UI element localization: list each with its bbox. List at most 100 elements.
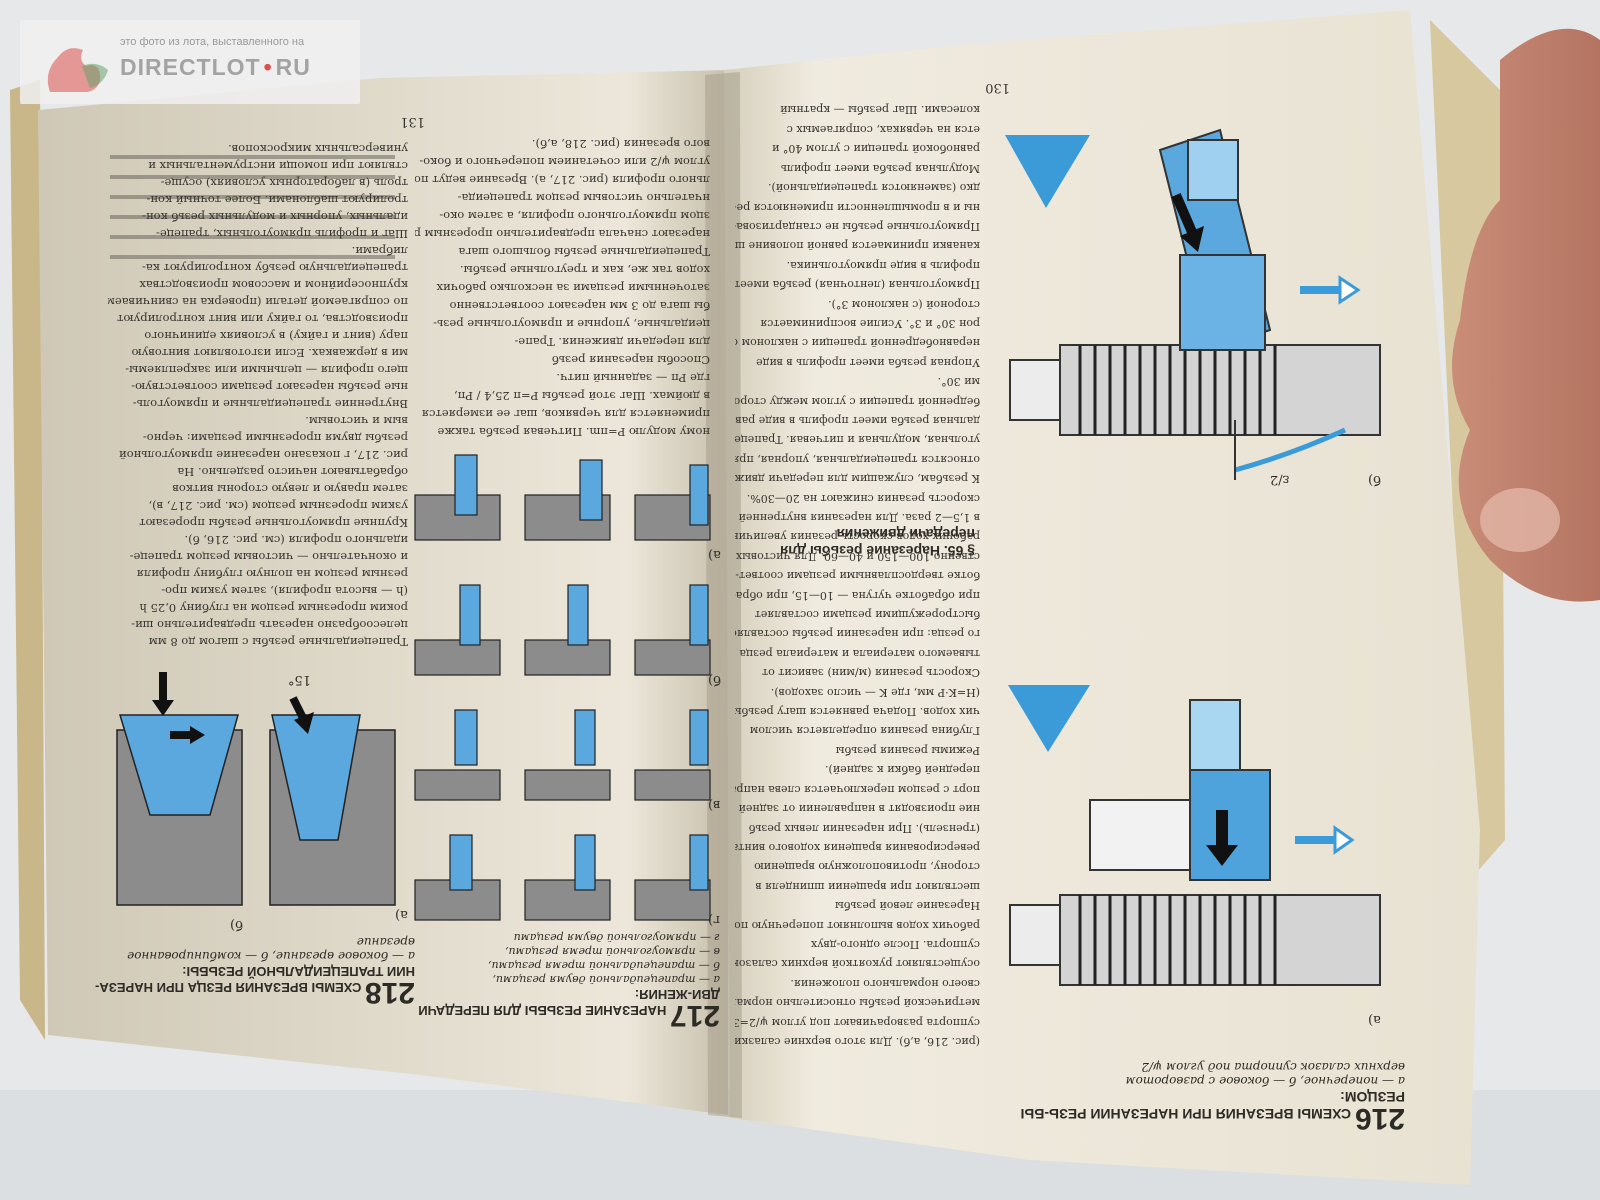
fig-217-caption-b: б — трапецеидальной тремя резцами,	[488, 959, 720, 972]
left-col1-line: Шаг и профиль прямоугольных, трапеце-	[155, 227, 408, 241]
fig-217-number: 217	[669, 999, 720, 1032]
left-col1-line: идальных, упорных и модульных резьб кон-	[142, 210, 408, 224]
hand	[1452, 28, 1600, 602]
left-col1-line: либрами.	[351, 244, 408, 258]
left-col2-line: вого врезания (рис. 218, а,б).	[531, 137, 710, 151]
left-col1-line: Внутренние трапецеидальные и прямоуголь-	[132, 397, 408, 411]
right-col-line: Глубина резания определяется числом	[749, 724, 980, 738]
left-col1-line: крупносерийном и массовом производствах	[139, 278, 408, 292]
right-col-line: профиль в виде прямоугольника.	[786, 258, 980, 272]
right-col-line: ние производят в направлении от задней б…	[735, 802, 980, 816]
right-col-line: суппорта разворачивают под углом ψ/2=30°	[735, 1015, 980, 1029]
left-col2-line: Способы нарезания резьб	[551, 353, 710, 367]
left-col1-line: резьбы двумя прорезными резцами: черно-	[142, 431, 408, 445]
left-col1-line: щего профиля — цельными или закрепляемы-	[125, 363, 408, 377]
right-col-line: относятся трапецеидальная, упорная, прям…	[735, 452, 980, 466]
watermark-brand: DIRECTLOT•RU	[120, 54, 311, 81]
left-col1-line: вым и чистовым.	[305, 414, 408, 428]
right-col-line: рон 30° и 3°. Усилие воспринимается	[760, 316, 980, 330]
right-col-line: осуществляют рукояткой верхних салазок	[735, 957, 980, 971]
watermark-tld: RU	[275, 54, 311, 80]
right-col-line: угольная, модульная и питчевая. Трапецеи…	[735, 433, 980, 447]
left-col2-line: углом ψ/2 или сочетанием поперечного и б…	[419, 155, 710, 169]
right-col-line: быстрорежущими резцами составляет	[754, 607, 980, 621]
fig-216-angle-label: ε/2	[1270, 472, 1290, 487]
page-number-131: 131	[400, 114, 425, 129]
fig-216-panel-a-label: а)	[1368, 1012, 1381, 1027]
watermark: это фото из лота, выставленного на DIREC…	[20, 20, 360, 104]
left-col1-line: трапецеидальную резьбу контролируют ка-	[141, 261, 408, 275]
left-col1-line: резным резцом на полную глубину профиля	[136, 567, 408, 581]
fig-217-caption-c: в — прямоугольной тремя резцами,	[505, 945, 720, 958]
left-col1-line: ствляют при помощи инструментальных и	[148, 159, 408, 173]
fig-217-caption-d: г — прямоугольной двумя резцами	[513, 931, 720, 944]
left-col1-line: Трапецеидальные резьбы с шагом до 8 мм	[148, 635, 408, 649]
right-col-line: Нарезание левой резьбы	[835, 899, 980, 913]
left-col2-line: ному модулю P=πm. Питчевая резьба также	[437, 425, 710, 439]
right-col-line: стороной (с наклоном 3°).	[828, 297, 980, 311]
left-col1-line: целесообразно нарезать предварительно ши…	[131, 618, 408, 632]
right-col-line: передней бабки к задней).	[824, 763, 980, 777]
right-col-line: рабочих ходов скорость резания увеличива…	[735, 530, 980, 544]
fig-217-label-c: в)	[708, 797, 721, 812]
squirrel-logo-icon	[47, 48, 108, 92]
left-text-lines	[110, 155, 395, 259]
right-col-line: тываемого материала и материала резца	[739, 646, 980, 660]
left-col2-line: ходов так же, как и треугольные резьбы.	[459, 263, 710, 277]
left-col2-line: Трапецеидальные резьбы большого шага	[458, 245, 710, 259]
left-col2-line: льного профиля (рис. 217, а). Врезание в…	[415, 173, 710, 187]
fig-216-panel-b	[1005, 128, 1381, 480]
left-col2-line: цеидальные, упорные и прямоугольные резь…	[433, 317, 710, 331]
left-col1-line: и окончательно — чистовым резцом трапеце…	[129, 550, 408, 564]
right-col-line: реверсирования вращения ходового винта	[735, 840, 980, 854]
right-page-number: 130	[970, 78, 1010, 96]
left-col1-line: рис. 217, г показано нарезание прямоугол…	[118, 448, 408, 462]
fig-217-caption: 217 НАРЕЗАНИЕ РЕЗЬБЫ ДЛЯ ПЕРЕДАЧИ ДВИ-ЖЕ…	[410, 930, 720, 1032]
left-col1-line: по сопрягаемой детали (проверка на свинч…	[108, 295, 408, 309]
right-col-line: ется на червяках, сопрягаемых с	[786, 122, 980, 136]
right-col-line: (рис. 216, а,б). Для этого верхние салаз…	[735, 1034, 980, 1048]
right-col-line: К резьбам, служащим для передачи движени…	[735, 472, 980, 486]
left-col2-line: зцом прямоугольного профиля, а затем око…	[439, 209, 710, 223]
right-col-line: го резца: при нарезании резьбы составляе…	[735, 627, 980, 641]
left-col2-line: применяется для червяков, шаг ее измеряе…	[421, 407, 710, 421]
right-col-line: ботке твердосплавными резцами соответ-	[735, 569, 980, 583]
left-col1-line: ные резьбы нарезают резцами соответствую…	[131, 380, 408, 394]
left-col1-line: универсальных микроскопов.	[228, 142, 408, 156]
right-page-paper	[724, 10, 1480, 1185]
left-col1-line: узким прорезным резцом (см. рис. 217, в)…	[148, 499, 409, 513]
right-col-line: канавки принимается равной половине шага…	[735, 239, 980, 253]
right-col-line: в 1,5—2 раза. Для нарезания внутренней р…	[735, 510, 980, 524]
fig-217	[414, 454, 711, 921]
left-col1-line: тролируют шаблонами. Более точный кон-	[146, 193, 408, 207]
left-col1-line: производства, то гайку или винт контроли…	[117, 312, 408, 326]
fig-218-caption: 218 СХЕМЫ ВРЕЗАНИЯ РЕЗЦА ПРИ НАРЕЗА-НИИ …	[70, 935, 415, 1009]
fig-218-panel-a-label: а)	[395, 907, 408, 922]
right-col-line: Прямоугольные резьбы не стандартизова-	[735, 219, 980, 233]
right-col-line: метрической резьбы относительно нормальн…	[735, 996, 980, 1010]
left-col1-line: ми в державках. Если изготовляют винтову…	[131, 346, 408, 360]
left-col2-line: в дюймах. Шаг этой резьбы P=π 25,4 / Pп,	[453, 389, 710, 403]
left-col2-line: нчательно чистовым резцом трапецеида-	[457, 191, 710, 205]
left-col2-line: нарезают сначала предварительно прорезны…	[415, 227, 710, 241]
left-col1-line: роким прорезным резцом на глубину 0,25 h	[139, 601, 408, 615]
right-col-line: Скорость резания (м/мин) зависит от	[762, 666, 980, 680]
fig-217-caption-a: а — трапецеидальной двумя резцами,	[492, 973, 720, 986]
right-col-line: ны и в промышленности применяются ре-	[735, 200, 980, 214]
right-col-line: чих ходов. Подача равняется шагу резьбы	[735, 705, 980, 718]
left-col1-line: идального профиля (см. рис. 216, б).	[184, 533, 408, 547]
left-page-column-2: ному модулю P=πm. Питчевая резьба также п…	[415, 135, 710, 441]
left-col2-line: заточенными резцами за несколько рабочих	[436, 281, 710, 295]
left-page-column-1: Трапецеидальные резьбы с шагом до 8 мм це…	[108, 140, 408, 650]
watermark-caption: это фото из лота, выставленного на	[120, 36, 305, 48]
fig-218-caption-text: а — боковое врезание, б — комбинированно…	[127, 935, 415, 963]
right-col-line: дко (заменяются трапецеидальной).	[767, 181, 980, 195]
right-col-line: Упорная резьба имеет профиль в виде	[756, 355, 980, 369]
fig-218-panel-b-label: б)	[230, 917, 243, 932]
angle-15-label: 15°	[288, 672, 312, 687]
right-col-line: шествляют при вращении шпинделя в	[755, 879, 980, 893]
left-col2-line: бы шага до 3 мм нарезают соответственно	[449, 299, 710, 313]
fig-218	[116, 672, 396, 906]
left-col2-line: для передачи движения. Трапе-	[514, 335, 710, 349]
